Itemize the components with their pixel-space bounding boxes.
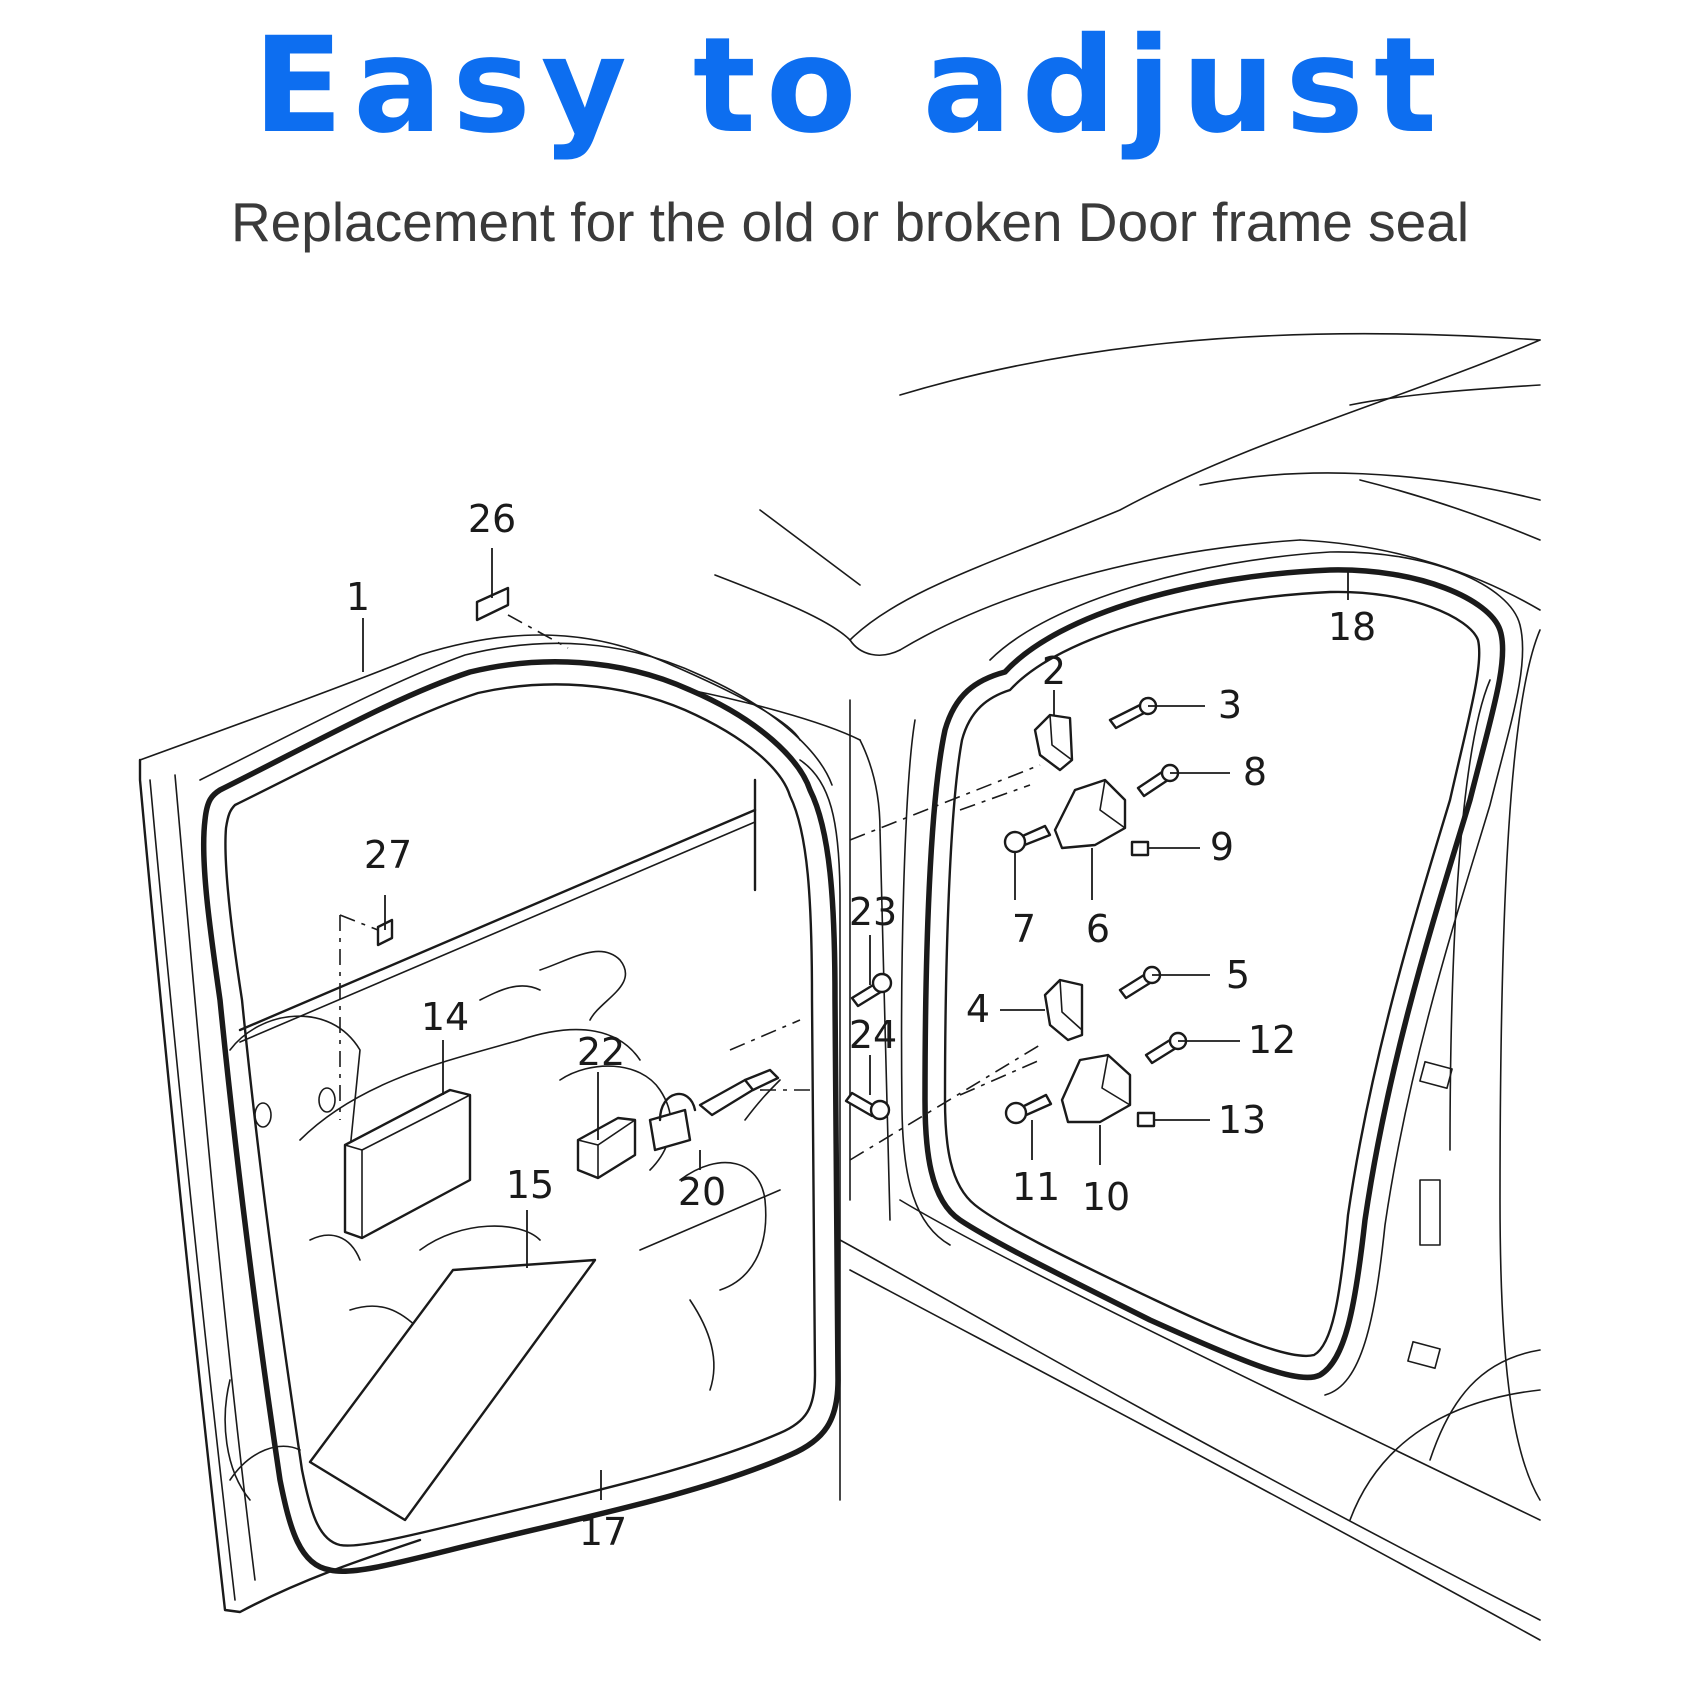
door-trim-parts xyxy=(308,586,893,1522)
foam-pad-part-14 xyxy=(343,1088,472,1240)
door-opening-seal xyxy=(900,551,1524,1396)
label-2: 2 xyxy=(1042,649,1066,693)
label-8: 8 xyxy=(1243,750,1267,794)
bracket-part-10 xyxy=(1060,1053,1132,1124)
clip-part-13 xyxy=(1136,1111,1156,1128)
door-check-part-20 xyxy=(648,1108,692,1152)
clip-part-27 xyxy=(376,918,394,947)
clip-part-26 xyxy=(475,586,510,622)
label-24: 24 xyxy=(849,1013,897,1057)
label-4: 4 xyxy=(966,987,990,1031)
door-seal-ring xyxy=(199,642,841,1575)
sheet-part-15 xyxy=(308,1258,597,1522)
label-27: 27 xyxy=(364,833,412,877)
page-subtitle: Replacement for the old or broken Door f… xyxy=(230,191,1470,253)
car-door xyxy=(138,634,841,1614)
label-3: 3 xyxy=(1218,683,1242,727)
label-10: 10 xyxy=(1082,1175,1130,1219)
label-12: 12 xyxy=(1248,1018,1296,1062)
label-1: 1 xyxy=(346,575,370,619)
label-17: 17 xyxy=(579,1510,627,1554)
label-26: 26 xyxy=(468,497,516,541)
bumper-part-4 xyxy=(1043,978,1084,1042)
label-9: 9 xyxy=(1210,825,1234,869)
leader-lines xyxy=(339,548,1349,1500)
label-7: 7 xyxy=(1012,907,1036,951)
door-check-strap-parts xyxy=(1003,696,1188,1128)
label-14: 14 xyxy=(421,995,469,1039)
label-6: 6 xyxy=(1086,907,1110,951)
part-number-labels: 1 2 3 4 5 6 7 8 9 10 11 12 13 14 15 17 1… xyxy=(346,497,1376,1554)
page-title: Easy to adjust xyxy=(252,9,1447,163)
label-23: 23 xyxy=(849,890,897,934)
label-13: 13 xyxy=(1218,1098,1266,1142)
label-20: 20 xyxy=(678,1170,726,1214)
car-body-outline xyxy=(689,332,1541,1641)
label-5: 5 xyxy=(1226,953,1250,997)
clip-part-9 xyxy=(1130,840,1150,857)
label-15: 15 xyxy=(506,1163,554,1207)
bumper-part-2 xyxy=(1033,713,1074,772)
label-18: 18 xyxy=(1328,605,1376,649)
label-22: 22 xyxy=(577,1030,625,1074)
bracket-part-22 xyxy=(576,1116,637,1180)
bracket-part-6 xyxy=(1053,778,1127,850)
label-11: 11 xyxy=(1012,1165,1060,1209)
